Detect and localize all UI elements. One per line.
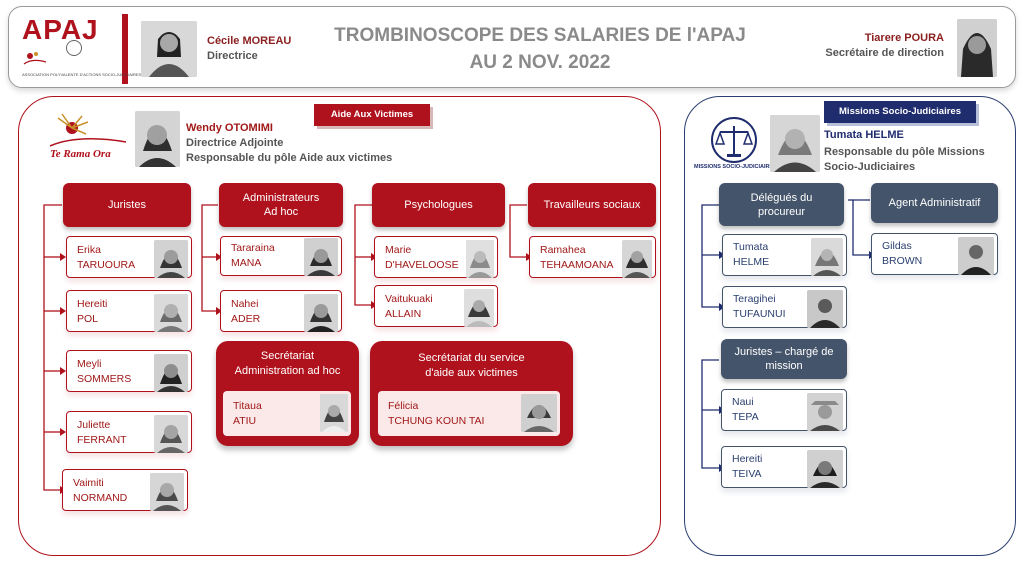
secretary-role: Secrétaire de direction xyxy=(825,47,944,59)
aide-victimes-panel xyxy=(18,96,661,556)
msj-lead-role-1: Responsable du pôle Missions xyxy=(824,146,985,158)
person-card[interactable]: Félicia TCHUNG KOUN TAI xyxy=(378,391,560,436)
person-photo xyxy=(807,290,843,328)
person-photo xyxy=(807,450,843,488)
person-card[interactable]: Marie D'HAVELOOSE xyxy=(374,236,498,278)
person-photo xyxy=(154,294,188,332)
apaj-logo: APAJ ASSOCIATION POLYVALENTE D'ACTIONS S… xyxy=(18,14,141,84)
person-card[interactable]: Naui TEPA xyxy=(721,389,847,431)
lead-name: Wendy OTOMIMI xyxy=(186,122,273,134)
te-rama-ora-logo: Te Rama Ora xyxy=(48,112,128,162)
delegues-header: Délégués du procureur xyxy=(719,183,844,226)
person-card[interactable]: Vaimiti NORMAND xyxy=(62,469,188,511)
msj-logo: MISSIONS SOCIO-JUDICIAIRES xyxy=(694,116,777,176)
flower-icon xyxy=(23,52,47,65)
person-photo xyxy=(464,289,494,327)
person-card[interactable]: Erika TARUOURA xyxy=(66,236,192,278)
msj-lead-role-2: Socio-Judiciaires xyxy=(824,161,916,173)
travailleurs-sociaux-header: Travailleurs sociaux xyxy=(528,183,656,227)
secretariat-victimes-box: Secrétariat du service d'aide aux victim… xyxy=(370,341,573,446)
person-photo xyxy=(320,394,348,432)
missions-socio-judiciaires-panel xyxy=(684,96,1016,556)
lead-role-1: Directrice Adjointe xyxy=(186,137,284,149)
person-photo xyxy=(150,473,184,511)
person-photo xyxy=(154,354,188,392)
secretariat-adhoc-title: Secrétariat Administration ad hoc xyxy=(234,350,341,377)
person-photo xyxy=(304,294,338,332)
person-card[interactable]: Gildas BROWN xyxy=(871,233,998,275)
person-photo xyxy=(622,240,652,278)
person-photo xyxy=(466,240,494,278)
aide-victimes-tag: Aide Aux Victimes xyxy=(314,104,430,126)
page-title: TROMBINOSCOPE DES SALARIES DE l'APAJ AU … xyxy=(334,25,746,73)
person-card[interactable]: Hereiti TEIVA xyxy=(721,446,847,488)
secretariat-adhoc-box: Secrétariat Administration ad hoc Titaua… xyxy=(216,341,359,446)
secretary-photo xyxy=(957,19,997,77)
person-card[interactable]: Juliette FERRANT xyxy=(66,411,192,453)
juristes-mission-header: Juristes – chargé de mission xyxy=(721,339,847,379)
secretary-name: Tiarere POURA xyxy=(864,32,944,44)
administrateurs-header: Administrateurs Ad hoc xyxy=(219,183,343,227)
person-card[interactable]: Tumata HELME xyxy=(722,234,847,276)
director-name: Cécile MOREAU xyxy=(207,35,292,47)
rama-ora-icon xyxy=(49,113,127,147)
person-card[interactable]: Hereiti POL xyxy=(66,290,192,332)
agent-administratif-header: Agent Administratif xyxy=(871,183,998,223)
missions-tag: Missions Socio-Judiciaires xyxy=(824,101,976,123)
person-photo xyxy=(154,240,188,278)
psychologues-header: Psychologues xyxy=(372,183,505,227)
lead-role-2: Responsable du pôle Aide aux victimes xyxy=(186,152,393,164)
person-photo xyxy=(521,394,557,432)
person-photo xyxy=(304,238,338,276)
person-card[interactable]: Titaua ATIU xyxy=(223,391,351,436)
person-card[interactable]: Vaitukuaki ALLAIN xyxy=(374,285,498,327)
lead-photo xyxy=(135,111,180,167)
person-card[interactable]: Teragihei TUFAUNUI xyxy=(722,286,847,328)
scales-of-justice-icon xyxy=(711,117,757,163)
msj-lead-name: Tumata HELME xyxy=(824,129,904,141)
logo-subtitle: ASSOCIATION POLYVALENTE D'ACTIONS SOCIO-… xyxy=(22,72,142,77)
secretariat-victimes-title: Secrétariat du service d'aide aux victim… xyxy=(418,352,525,379)
person-card[interactable]: Tararaina MANA xyxy=(220,236,342,276)
lead-photo xyxy=(770,115,820,172)
juristes-header: Juristes xyxy=(63,183,191,227)
person-card[interactable]: Meyli SOMMERS xyxy=(66,350,192,392)
person-photo xyxy=(807,393,843,431)
seal-icon xyxy=(66,40,82,56)
director-role: Directrice xyxy=(207,50,258,62)
director-photo xyxy=(141,21,197,77)
person-card[interactable]: Ramahea TEHAAMOANA xyxy=(529,236,656,278)
person-card[interactable]: Nahei ADER xyxy=(220,290,342,332)
person-photo xyxy=(958,237,994,275)
person-photo xyxy=(811,238,843,276)
person-photo xyxy=(154,415,188,453)
